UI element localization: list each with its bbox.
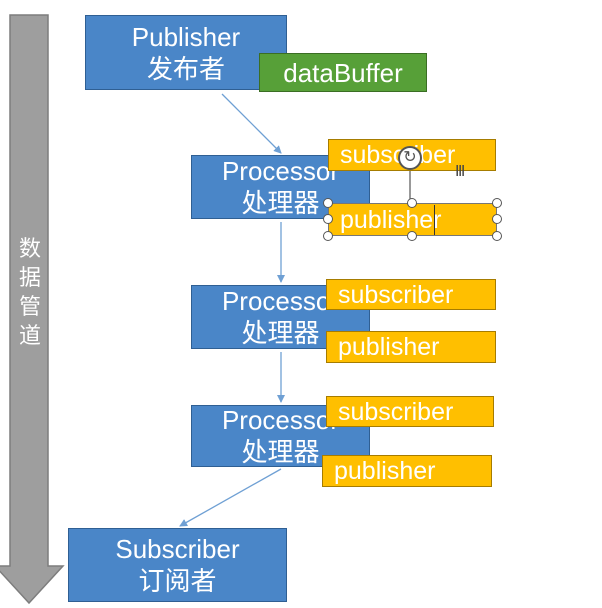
processor-3-publisher-label: publisher bbox=[334, 457, 436, 485]
arrow-processor-3-to-subscriber bbox=[179, 468, 282, 527]
processor-3-subtitle: 处理器 bbox=[241, 437, 320, 467]
subscriber-title: Subscriber bbox=[115, 534, 240, 564]
resize-handle-middle-left[interactable] bbox=[323, 214, 333, 224]
processor-2-subtitle: 处理器 bbox=[241, 318, 320, 348]
pipeline-arrow bbox=[0, 14, 65, 605]
processor-1-title: Processor bbox=[221, 156, 340, 186]
processor-3-subscriber-label: subscriber bbox=[338, 397, 454, 426]
publisher-subtitle: 发布者 bbox=[146, 53, 225, 84]
resize-handle-top-right[interactable] bbox=[492, 198, 502, 208]
text-caret bbox=[434, 205, 435, 235]
processor-3-publisher-tag[interactable]: publisher bbox=[322, 455, 492, 487]
resize-handle-bottom-center[interactable] bbox=[407, 231, 417, 241]
processor-3-title: Processor bbox=[221, 405, 340, 435]
publisher-title: Publisher bbox=[131, 21, 241, 52]
data-buffer-label: dataBuffer bbox=[283, 57, 403, 88]
resize-handle-bottom-right[interactable] bbox=[492, 231, 502, 241]
processor-2-subscriber-label: subscriber bbox=[338, 280, 454, 309]
resize-handle-top-center[interactable] bbox=[407, 198, 417, 208]
resize-handle-middle-right[interactable] bbox=[492, 214, 502, 224]
processor-1-subscriber-label: subscriber bbox=[340, 140, 455, 170]
subscriber-subtitle: 订阅者 bbox=[138, 566, 217, 596]
processor-3-subscriber-tag[interactable]: subscriber bbox=[326, 396, 494, 427]
pipeline-label: 数据管道 bbox=[18, 236, 41, 348]
processor-2-subscriber-tag[interactable]: subscriber bbox=[326, 279, 496, 310]
resize-handle-top-left[interactable] bbox=[323, 198, 333, 208]
processor-1-publisher-tag[interactable]: publisher bbox=[328, 203, 497, 236]
arrow-publisher-to-processor-1 bbox=[221, 93, 282, 154]
processor-2-publisher-label: publisher bbox=[338, 333, 440, 361]
processor-2-title: Processor bbox=[221, 286, 340, 316]
ibeam-cursor-icon: Ⅲ bbox=[455, 163, 466, 180]
resize-handle-bottom-left[interactable] bbox=[323, 231, 333, 241]
processor-1-subscriber-tag[interactable]: subscriber bbox=[328, 139, 496, 171]
subscriber-box[interactable]: Subscriber 订阅者 bbox=[68, 528, 287, 602]
data-buffer-box[interactable]: dataBuffer bbox=[259, 53, 427, 92]
processor-1-publisher-label: publisher bbox=[340, 205, 442, 234]
rotate-handle-icon[interactable]: ↻ bbox=[398, 146, 422, 170]
processor-2-publisher-tag[interactable]: publisher bbox=[326, 331, 496, 363]
publisher-box[interactable]: Publisher 发布者 bbox=[85, 15, 287, 90]
processor-1-subtitle: 处理器 bbox=[241, 188, 320, 218]
